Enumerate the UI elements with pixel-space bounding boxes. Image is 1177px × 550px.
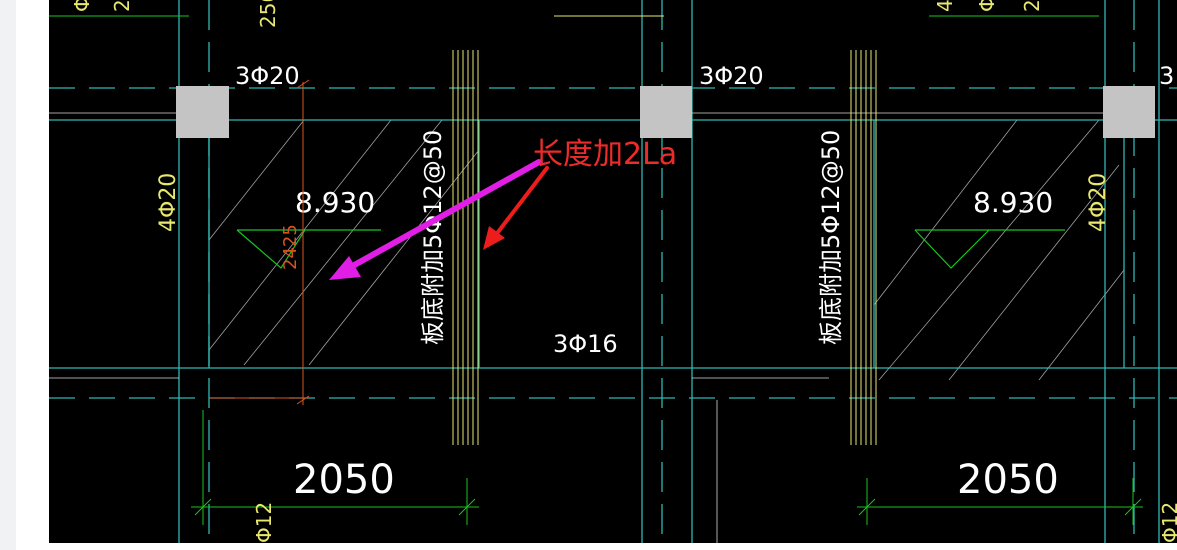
vertical-dimension-value: 2425 [280,224,301,270]
rebar-label-top-middle: 3Φ20 [699,62,764,90]
vertical-dimension [209,79,310,405]
bottom-rebar-left: Φ12 [252,502,276,543]
rebar-bundle-right [850,50,877,445]
slab-hatch-right [873,119,1125,381]
width-dimension-value-right: 2050 [957,457,1059,503]
elevation-value-left: 8.930 [295,186,375,219]
width-dimension-left [191,410,479,525]
top-fragment-4: 4 [933,0,957,12]
annotation-arrow-red [483,166,549,250]
elevation-value-right: 8.930 [973,186,1053,219]
additional-rebar-label-left: 板底附加5Φ12@50 [419,130,447,345]
width-dimension-right [857,478,1143,525]
column-right [1103,86,1155,138]
width-dimension-value-left: 2050 [293,457,395,503]
annotation-arrow-magenta [329,159,542,280]
cad-drawing: 25 Φ 250 4 Φ 2 板底附加5Φ12@50 板底附加5Φ12@50 3… [49,0,1177,543]
additional-rebar-label-right: 板底附加5Φ12@50 [817,130,845,345]
cad-drawing-canvas[interactable]: 25 Φ 250 4 Φ 2 板底附加5Φ12@50 板底附加5Φ12@50 3… [49,0,1177,543]
top-dimension-fragments: 25 Φ 250 4 Φ 2 [49,0,1099,28]
top-fragment-3: 250 [256,0,280,28]
column-left [176,86,229,138]
column-middle [640,86,692,138]
rebar-label-left-side: 4Φ20 [156,173,181,232]
rebar-label-middle: 3Φ16 [553,330,618,358]
rebar-bundle-left [452,50,479,445]
bottom-rebar-right: Φ12 [1158,502,1177,543]
left-margin-strip [0,0,16,550]
slab-hatch-left [208,119,480,366]
top-fragment-2: Φ [70,0,94,12]
elevation-mark-left: 8.930 [236,186,381,269]
top-fragment-6: 2 [1020,0,1044,12]
rebar-label-right-side: 4Φ20 [1086,173,1111,232]
annotation-text: 长度加2La [533,137,677,172]
rebar-label-top-right-fragment: 3 [1159,62,1174,90]
elevation-mark-right: 8.930 [914,186,1065,269]
top-fragment-1: 25 [110,0,134,12]
top-fragment-5: Φ [975,0,999,12]
rebar-label-top-left: 3Φ20 [235,62,300,90]
beam-borders [49,112,1105,543]
